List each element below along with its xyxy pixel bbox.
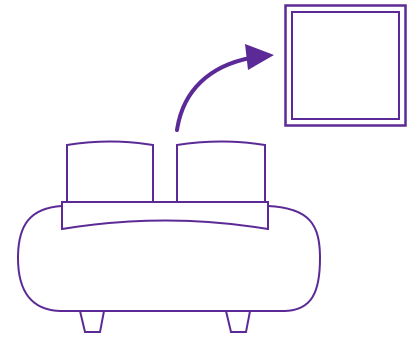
right-back-cushion bbox=[177, 142, 265, 203]
arrow-head bbox=[245, 44, 274, 70]
right-leg bbox=[226, 311, 250, 332]
left-back-cushion bbox=[67, 142, 153, 203]
seat-band bbox=[62, 202, 268, 229]
frame-inner bbox=[292, 12, 399, 119]
sofa-icon bbox=[18, 142, 320, 333]
left-leg bbox=[80, 311, 104, 332]
curved-arrow-icon bbox=[177, 44, 274, 130]
square-frame-icon bbox=[286, 6, 406, 126]
arrow-shaft bbox=[177, 58, 250, 130]
frame-outer bbox=[286, 6, 406, 126]
